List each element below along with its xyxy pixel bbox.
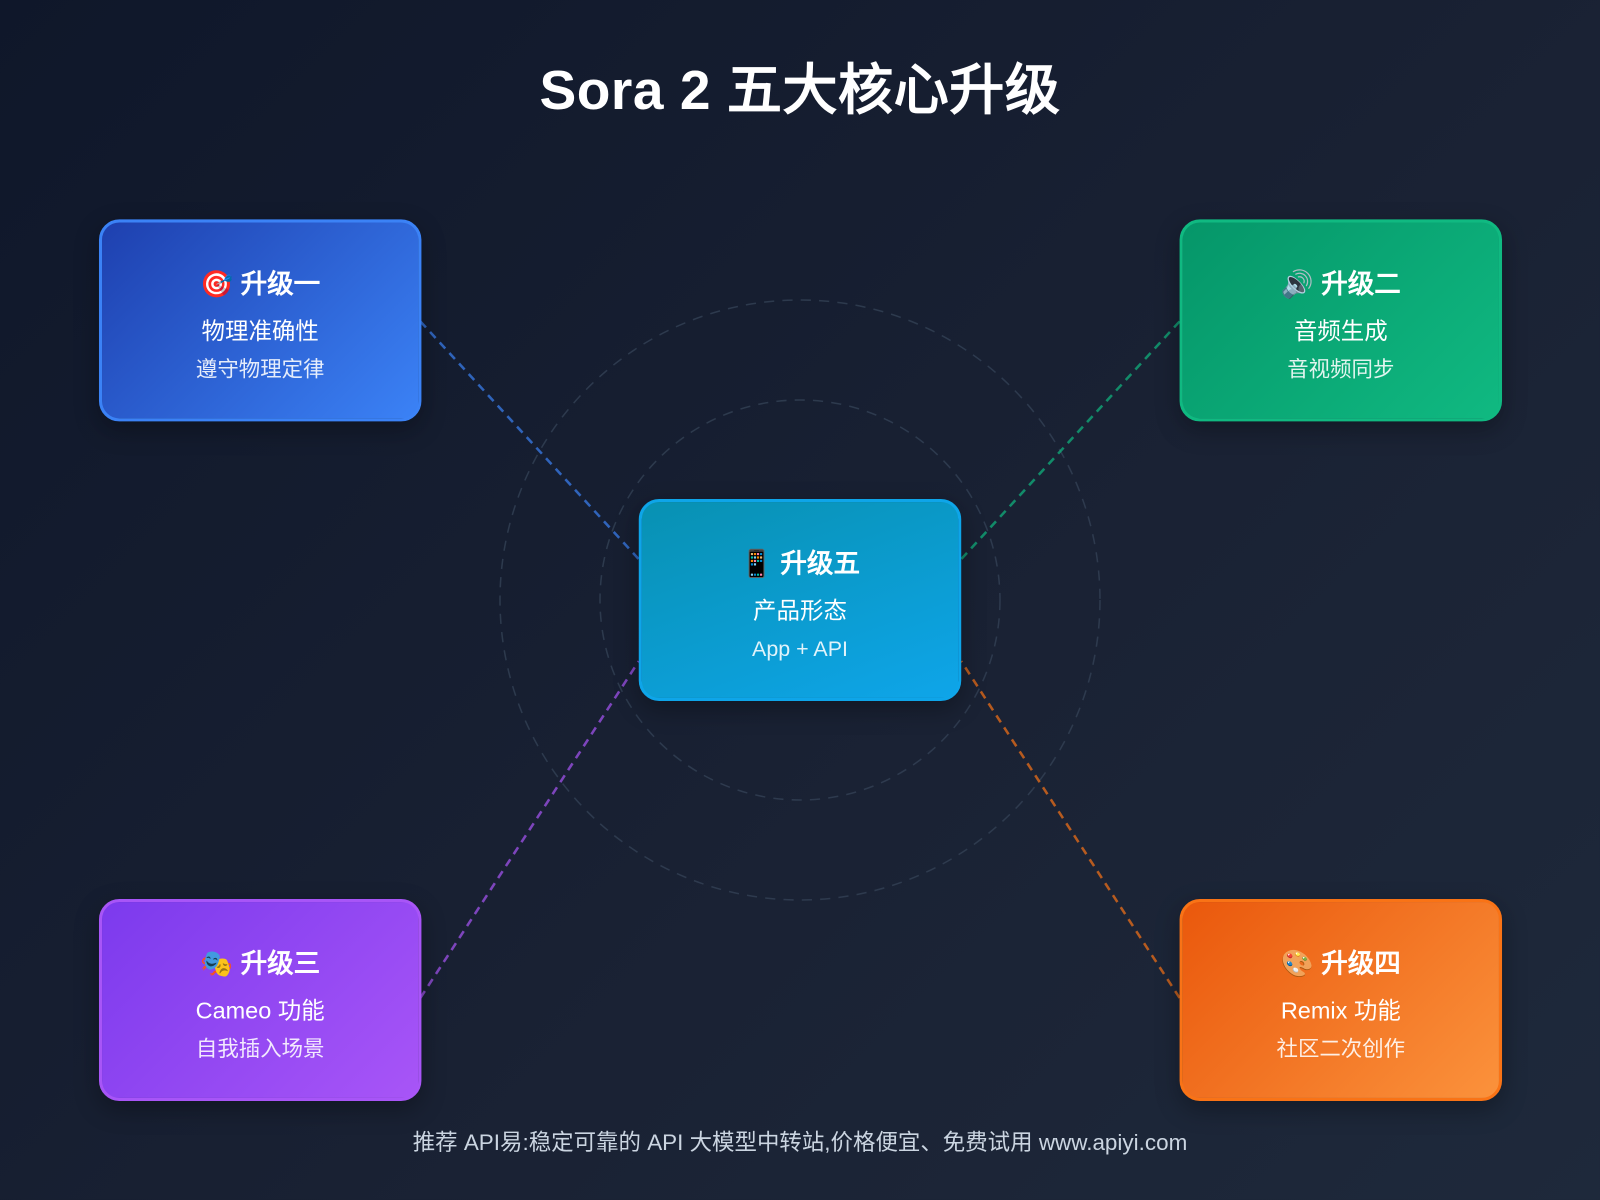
card-upgrade-3: 🎭 升级三 Cameo 功能 自我插入场景 xyxy=(98,898,422,1102)
connector-1 xyxy=(419,320,640,561)
connector-3 xyxy=(419,660,640,999)
card-subtitle: 自我插入场景 xyxy=(195,1037,325,1062)
card-upgrade-1: 🎯 升级一 物理准确性 遵守物理定律 xyxy=(98,219,422,422)
card-title: Remix 功能 xyxy=(1280,996,1401,1024)
speaker-icon: 🔊 xyxy=(1280,268,1314,299)
inner-ring xyxy=(599,399,1001,801)
card-subtitle: 社区二次创作 xyxy=(1276,1037,1406,1062)
card-upgrade-2: 🔊 升级二 音频生成 音视频同步 xyxy=(1179,219,1503,422)
card-label: 升级三 xyxy=(240,947,321,979)
mobile-phone-icon: 📱 xyxy=(739,547,774,579)
card-subtitle: App + API xyxy=(752,637,848,662)
connector-2 xyxy=(960,320,1181,561)
page-title: Sora 2 五大核心升级 xyxy=(539,60,1061,122)
card-title: 产品形态 xyxy=(753,596,847,624)
card-label: 升级五 xyxy=(780,547,861,579)
card-upgrade-5-center: 📱 升级五 产品形态 App + API xyxy=(638,498,962,702)
footer-note: 推荐 API易:稳定可靠的 API 大模型中转站,价格便宜、免费试用 www.a… xyxy=(412,1129,1188,1156)
card-subtitle: 音视频同步 xyxy=(1287,358,1395,382)
palette-icon: 🎨 xyxy=(1280,947,1314,979)
card-label: 升级二 xyxy=(1321,268,1401,299)
card-label: 升级一 xyxy=(240,268,321,299)
card-upgrade-4: 🎨 升级四 Remix 功能 社区二次创作 xyxy=(1179,898,1503,1102)
outer-ring xyxy=(499,299,1101,901)
target-icon: 🎯 xyxy=(200,268,234,299)
card-label: 升级四 xyxy=(1321,947,1401,979)
card-subtitle: 遵守物理定律 xyxy=(195,358,325,382)
theater-masks-icon: 🎭 xyxy=(200,947,234,979)
card-title: 物理准确性 xyxy=(201,317,319,344)
connector-4 xyxy=(960,660,1181,999)
card-title: 音频生成 xyxy=(1293,317,1388,344)
card-title: Cameo 功能 xyxy=(195,996,325,1024)
